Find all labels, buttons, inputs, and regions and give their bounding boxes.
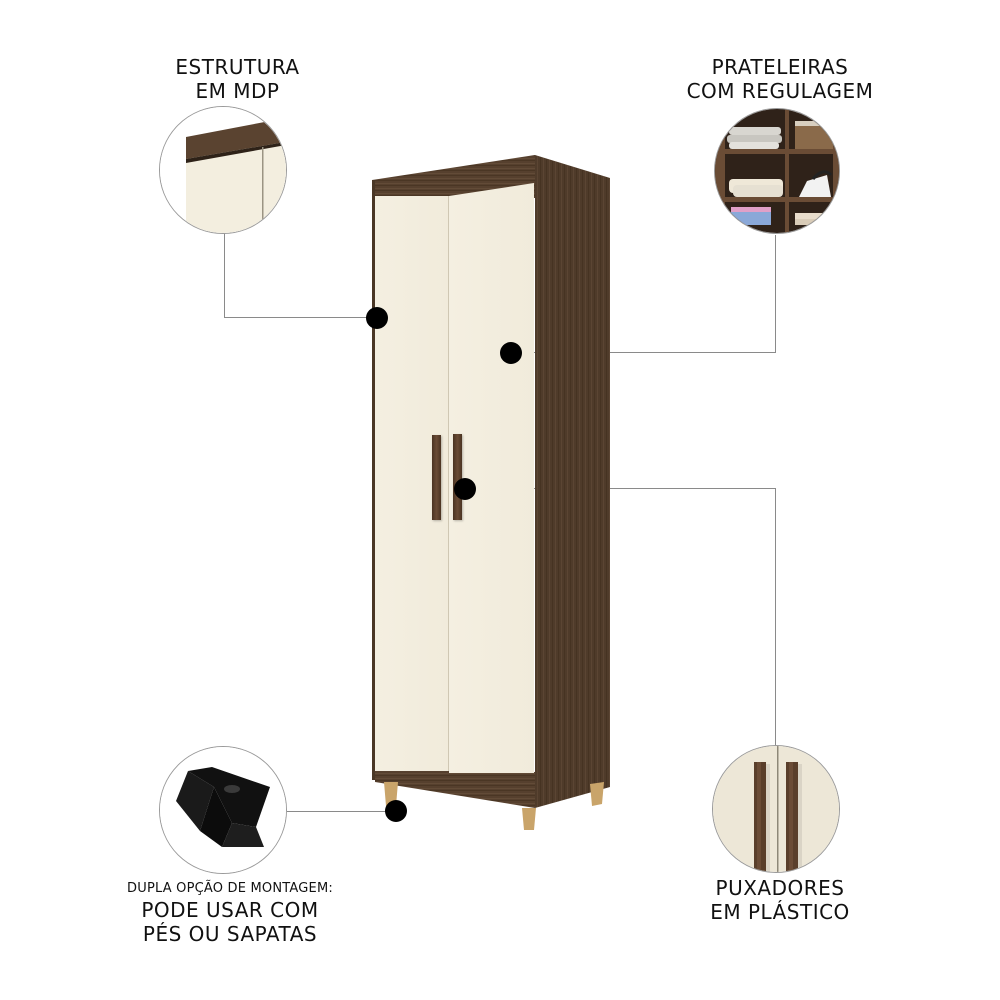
detail-circle-structure: [159, 106, 287, 234]
left-door-handle[interactable]: [432, 435, 441, 520]
wood-bar-handles-detail-icon: [713, 746, 839, 872]
hotspot-mounting[interactable]: [385, 800, 407, 822]
connector-mounting-horizontal: [287, 811, 397, 812]
mounting-label-line-2: PÉS OU SAPATAS: [142, 922, 318, 946]
connector-structure-horizontal: [224, 317, 376, 318]
handles-label-line-2: EM PLÁSTICO: [710, 900, 850, 924]
callout-label-handles: PUXADORES EM PLÁSTICO: [680, 876, 880, 924]
hotspot-structure[interactable]: [366, 307, 388, 329]
black-plastic-shoe-bracket-icon: [160, 747, 286, 873]
right-door-handle[interactable]: [453, 434, 462, 520]
connector-shelves-horizontal: [511, 352, 775, 353]
hotspot-handles[interactable]: [454, 478, 476, 500]
cabinet-top-corner-detail-icon: [160, 107, 286, 233]
structure-label-line-2: EM MDP: [195, 79, 280, 103]
mounting-label-subtitle: DUPLA OPÇÃO DE MONTAGEM:: [127, 881, 333, 896]
callout-label-shelves: PRATELEIRAS COM REGULAGEM: [655, 55, 905, 103]
handles-label-line-1: PUXADORES: [715, 876, 845, 900]
detail-circle-shelves: [714, 108, 840, 234]
shelves-label-line-1: PRATELEIRAS: [711, 55, 849, 79]
connector-handles-vertical: [775, 488, 776, 745]
shelves-label-line-2: COM REGULAGEM: [686, 79, 874, 103]
detail-circle-mounting: [159, 746, 287, 874]
connector-handles-horizontal: [464, 488, 776, 489]
callout-label-structure: ESTRUTURA EM MDP: [140, 55, 335, 103]
structure-label-line-1: ESTRUTURA: [175, 55, 300, 79]
mounting-label-line-1: PODE USAR COM: [141, 898, 319, 922]
connector-structure-vertical: [224, 233, 225, 318]
hotspot-shelves[interactable]: [500, 342, 522, 364]
connector-shelves-vertical: [775, 235, 776, 353]
callout-label-mounting: DUPLA OPÇÃO DE MONTAGEM: PODE USAR COM P…: [95, 880, 365, 946]
shelves-with-laundry-detail-icon: [715, 109, 839, 233]
detail-circle-handles: [712, 745, 840, 873]
